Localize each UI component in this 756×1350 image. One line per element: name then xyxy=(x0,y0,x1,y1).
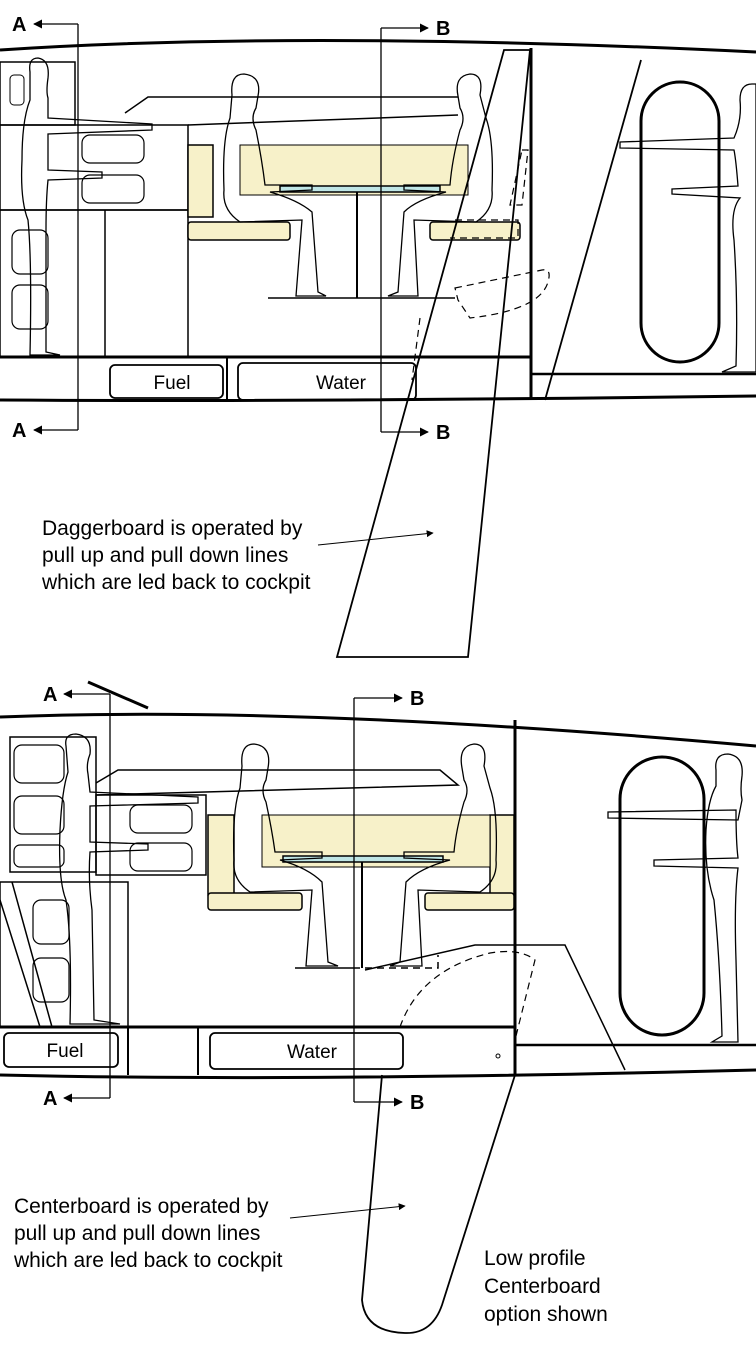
bottom-note-line-1: Centerboard is operated by xyxy=(14,1195,269,1218)
top-aft-door xyxy=(639,80,721,364)
top-fuel-label: Fuel xyxy=(154,373,191,394)
bottom-waterline xyxy=(0,1068,756,1080)
bottom-option-line-3: option shown xyxy=(484,1303,608,1326)
bottom-seat-right xyxy=(424,892,515,911)
bottom-seat-left xyxy=(207,892,303,911)
bottom-water-label: Water xyxy=(287,1042,338,1063)
bottom-person-galley xyxy=(58,733,199,1025)
bottom-note: Centerboard is operated by pull up and p… xyxy=(13,1195,283,1272)
bottom-person-seated-right xyxy=(389,743,498,967)
bottom-pivot-pin xyxy=(495,1053,501,1059)
bottom-note-line-2: pull up and pull down lines xyxy=(14,1222,260,1245)
bottom-fuel-tank xyxy=(3,1032,119,1068)
bottom-section-b-lower-label: B xyxy=(410,1092,424,1114)
bottom-centerboard-swing xyxy=(399,950,536,1041)
top-view: Fuel Water A A B B Daggerboard is operat… xyxy=(0,14,756,658)
top-note-line-2: pull up and pull down lines xyxy=(42,544,288,567)
top-note-leader xyxy=(317,530,434,546)
bottom-section-a-upper-label: A xyxy=(43,684,57,706)
top-note-line-3: which are led back to cockpit xyxy=(41,571,311,594)
bottom-section-a-lower-label: A xyxy=(43,1088,57,1110)
top-seat-left xyxy=(187,221,291,241)
top-person-seated-left xyxy=(222,73,327,297)
bottom-option-line-2: Centerboard xyxy=(484,1275,601,1298)
bottom-deck-line xyxy=(0,712,756,748)
top-person-seated-right xyxy=(387,73,494,297)
top-fuel-tank xyxy=(109,364,224,399)
bottom-trunk-top xyxy=(364,944,626,1071)
bottom-seat-back-left xyxy=(207,814,235,896)
bottom-centerboard xyxy=(361,1074,516,1334)
bottom-cabin-roof xyxy=(95,769,461,796)
bottom-option-note: Low profile Centerboard option shown xyxy=(484,1247,608,1326)
bottom-companionway-ladder xyxy=(0,881,53,1028)
top-cabin-roof xyxy=(124,96,458,114)
top-water-label: Water xyxy=(316,373,367,394)
top-lower-cabinet xyxy=(0,209,189,358)
top-table xyxy=(279,185,441,193)
top-note-line-1: Daggerboard is operated by xyxy=(42,517,303,540)
bottom-fuel-label: Fuel xyxy=(47,1041,84,1062)
bottom-person-aft xyxy=(607,753,743,1043)
top-water-tank xyxy=(237,362,417,401)
top-section-a-upper-label: A xyxy=(12,14,26,36)
bottom-note-leader xyxy=(289,1203,406,1219)
bottom-section-b-upper-label: B xyxy=(410,688,424,710)
top-deck-line xyxy=(0,38,756,54)
top-upper-cabinet xyxy=(0,61,76,126)
bottom-lower-cabinet xyxy=(0,881,129,1028)
top-section-a-lower-label: A xyxy=(12,420,26,442)
top-galley-counter xyxy=(0,124,189,211)
bottom-note-line-3: which are led back to cockpit xyxy=(13,1249,283,1272)
top-note: Daggerboard is operated by pull up and p… xyxy=(41,517,311,594)
top-person-galley xyxy=(20,57,153,356)
bottom-water-tank xyxy=(209,1032,404,1070)
bottom-view: Fuel Water A A B B Centerboard is operat… xyxy=(0,680,756,1334)
top-person-aft xyxy=(619,83,756,373)
top-seat-right xyxy=(429,221,521,241)
top-daggerboard xyxy=(335,49,531,658)
top-seat-back-left xyxy=(187,144,214,218)
top-section-b-upper-label: B xyxy=(436,18,450,40)
bottom-person-seated-left xyxy=(232,743,339,967)
top-section-b-lower-label: B xyxy=(436,422,450,444)
bottom-option-line-1: Low profile xyxy=(484,1247,586,1270)
bottom-seat-back-right xyxy=(489,814,515,896)
bottom-upper-cabinet xyxy=(9,736,97,873)
bottom-aft-door xyxy=(618,755,706,1037)
